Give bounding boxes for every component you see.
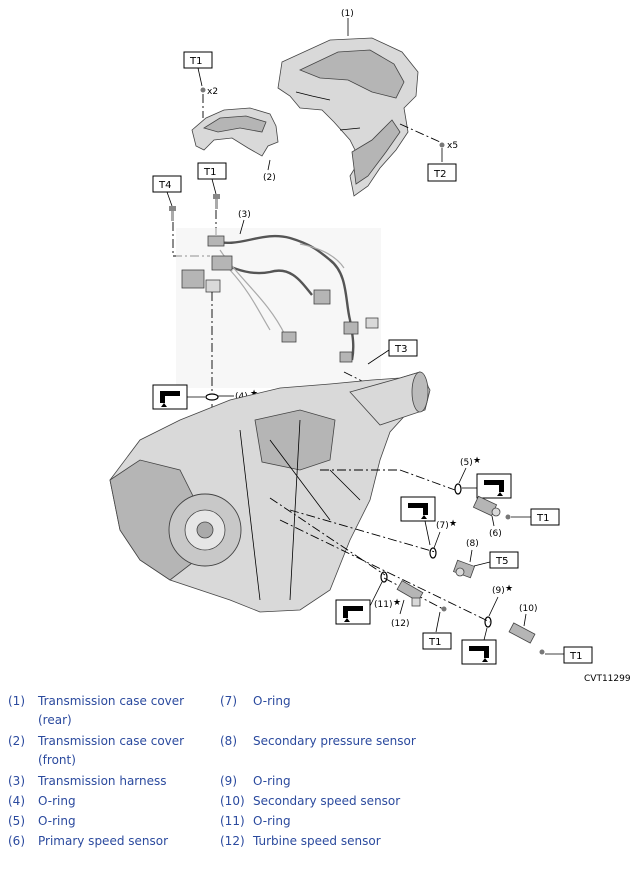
star-icon: ★ bbox=[393, 598, 401, 608]
legend-item: (8) Secondary pressure sensor bbox=[220, 732, 480, 772]
svg-text:T1: T1 bbox=[189, 56, 202, 67]
legend-text: Transmission case cover (rear) bbox=[38, 694, 185, 727]
callout-5: (5) bbox=[460, 458, 473, 468]
callout-9: (9) bbox=[492, 586, 505, 596]
legend-number: (5) bbox=[8, 814, 25, 828]
callout-7: (7) bbox=[436, 521, 449, 531]
legend-item: (3) Transmission harness bbox=[8, 772, 208, 812]
svg-text:T1: T1 bbox=[203, 167, 216, 178]
legend-text: O-ring bbox=[253, 694, 291, 708]
legend-text: Transmission harness bbox=[38, 774, 167, 788]
legend-number: (4) bbox=[8, 794, 25, 808]
transmission-harness bbox=[176, 228, 381, 388]
o-ring-7 bbox=[429, 547, 437, 559]
oil-apply-icon bbox=[400, 496, 436, 522]
transmission-case-cover-rear bbox=[277, 37, 419, 197]
bolt-icon bbox=[505, 514, 511, 520]
legend-text: Transmission case cover (front) bbox=[38, 734, 185, 767]
svg-text:T1: T1 bbox=[569, 651, 582, 662]
legend-number: (12) bbox=[220, 834, 245, 848]
turbine-speed-sensor bbox=[396, 580, 424, 607]
torque-box-t1-d: T1 bbox=[563, 646, 593, 664]
legend-text: O-ring bbox=[38, 794, 76, 808]
bolt-icon bbox=[441, 606, 447, 612]
legend-number: (1) bbox=[8, 694, 25, 708]
legend-text: Primary speed sensor bbox=[38, 834, 169, 848]
o-ring-5 bbox=[454, 483, 462, 495]
legend-text: O-ring bbox=[253, 814, 291, 828]
oil-apply-icon bbox=[335, 599, 371, 625]
svg-text:T1: T1 bbox=[428, 637, 441, 648]
callout-11: (11) bbox=[374, 600, 392, 610]
torque-box-t2: T2 bbox=[427, 163, 457, 182]
callout-2: (2) bbox=[263, 173, 276, 183]
secondary-speed-sensor bbox=[508, 622, 536, 644]
torque-box-t3: T3 bbox=[388, 339, 418, 357]
torque-box-t4: T4 bbox=[152, 175, 182, 193]
legend-item: (1) Transmission case cover (rear) bbox=[8, 692, 208, 732]
o-ring-4 bbox=[205, 393, 219, 401]
callout-6: (6) bbox=[489, 529, 502, 539]
transmission-case bbox=[109, 371, 431, 613]
legend-text: Secondary speed sensor bbox=[253, 794, 401, 808]
legend-text: Secondary pressure sensor bbox=[253, 734, 416, 748]
secondary-pressure-sensor bbox=[452, 559, 476, 579]
torque-box-t1-b: T1 bbox=[197, 162, 227, 180]
legend-item: (10) Secondary speed sensor bbox=[220, 792, 480, 832]
callout-3: (3) bbox=[238, 210, 251, 220]
svg-text:T4: T4 bbox=[158, 180, 171, 191]
legend-number: (6) bbox=[8, 834, 25, 848]
legend-item: (9) O-ring bbox=[220, 772, 480, 812]
svg-text:T2: T2 bbox=[433, 169, 446, 180]
legend-item: (7) O-ring bbox=[220, 692, 480, 732]
star-icon: ★ bbox=[449, 519, 457, 529]
svg-text:T1: T1 bbox=[536, 513, 549, 524]
legend-item: (11) O-ring bbox=[220, 812, 480, 852]
transmission-case-cover-front bbox=[191, 107, 279, 157]
legend-number: (7) bbox=[220, 694, 237, 708]
torque-box-t1-e: T1 bbox=[422, 632, 452, 650]
callout-8: (8) bbox=[466, 539, 479, 549]
callout-10: (10) bbox=[519, 604, 537, 614]
bolt-icon bbox=[213, 194, 220, 209]
legend-number: (8) bbox=[220, 734, 237, 748]
legend-number: (2) bbox=[8, 734, 25, 748]
svg-text:T5: T5 bbox=[495, 556, 508, 567]
legend-text: O-ring bbox=[253, 774, 291, 788]
figure-id: CVT11299 bbox=[584, 674, 631, 684]
bolt-icon bbox=[439, 142, 445, 148]
legend-number: (11) bbox=[220, 814, 245, 828]
legend-number: (10) bbox=[220, 794, 245, 808]
legend-number: (9) bbox=[220, 774, 237, 788]
oil-apply-icon bbox=[152, 384, 188, 410]
legend-item: (12) Turbine speed sensor bbox=[220, 832, 480, 872]
legend-item: (5) O-ring bbox=[8, 812, 208, 852]
primary-speed-sensor bbox=[472, 495, 501, 517]
callout-12: (12) bbox=[391, 619, 409, 629]
bolt-icon bbox=[539, 649, 545, 655]
oil-apply-icon bbox=[476, 473, 512, 499]
callout-1: (1) bbox=[341, 9, 354, 19]
torque-box-t1-a: T1 bbox=[183, 51, 213, 69]
parts-legend: (1) Transmission case cover (rear) (2) Tran… bbox=[0, 692, 643, 852]
svg-text:T3: T3 bbox=[394, 344, 407, 355]
legend-item: (2) Transmission case cover (front) bbox=[8, 732, 208, 772]
bolt-icon bbox=[200, 87, 206, 93]
exploded-view-diagram: (1) (2) T1 x2 x5 T2 T4 T1 bbox=[109, 9, 593, 665]
torque-box-t5: T5 bbox=[489, 551, 519, 569]
legend-item: (6) Primary speed sensor bbox=[8, 832, 208, 872]
torque-box-t1-c: T1 bbox=[530, 508, 560, 526]
star-icon: ★ bbox=[505, 584, 513, 594]
qty-x2: x2 bbox=[207, 87, 218, 97]
qty-x5: x5 bbox=[447, 141, 458, 151]
legend-text: O-ring bbox=[38, 814, 76, 828]
o-ring-11 bbox=[380, 571, 388, 583]
bolt-icon bbox=[169, 206, 176, 221]
legend-text: Turbine speed sensor bbox=[253, 834, 381, 848]
star-icon: ★ bbox=[473, 456, 481, 466]
legend-number: (3) bbox=[8, 774, 25, 788]
oil-apply-icon bbox=[461, 639, 497, 665]
legend-item: (4) O-ring bbox=[8, 792, 208, 832]
o-ring-9 bbox=[484, 616, 492, 628]
